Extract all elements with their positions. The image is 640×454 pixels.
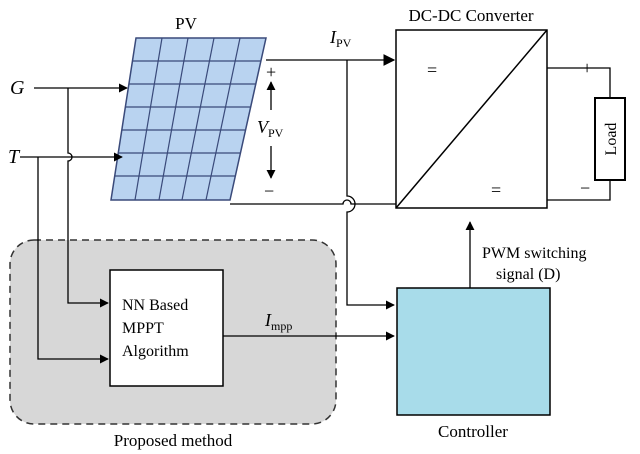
controller-block xyxy=(396,287,551,416)
pwm-label-line2: signal (D) xyxy=(496,266,560,283)
pv-return-wire xyxy=(230,199,396,205)
ipv-sense-wire xyxy=(346,60,395,310)
ipv-label: IPV xyxy=(329,27,352,50)
dcdc-label: DC-DC Converter xyxy=(408,6,533,25)
converter-output-symbol: = xyxy=(491,180,501,200)
load-neg-wire xyxy=(547,180,611,201)
proposed-method-label: Proposed method xyxy=(114,431,233,450)
g-input-label: G xyxy=(10,77,25,99)
vpv-label: VPV xyxy=(257,117,284,140)
pv-panel xyxy=(110,37,267,201)
nn-label-line1: NN Based xyxy=(122,297,188,314)
wires xyxy=(20,54,611,364)
load-pos-wire xyxy=(547,67,611,98)
nn-label-line2: MPPT xyxy=(122,320,164,337)
load-plus-label: + xyxy=(582,58,592,78)
t-to-nn-wire xyxy=(37,157,109,364)
controller-label: Controller xyxy=(438,422,508,441)
t-input-label: T xyxy=(8,146,21,168)
dcdc-converter-block xyxy=(395,29,548,209)
impp-label: Impp xyxy=(264,310,292,333)
converter-input-symbol: = xyxy=(427,60,437,80)
pv-plus-label: + xyxy=(266,62,276,82)
g-to-nn-wire xyxy=(67,88,109,308)
load-minus-label: − xyxy=(580,178,590,198)
nn-mppt-block xyxy=(109,269,224,387)
pv-minus-label: − xyxy=(264,181,274,201)
nn-label-line3: Algorithm xyxy=(122,343,189,360)
pv-panel-grid xyxy=(115,37,261,201)
pwm-label-line1: PWM switching xyxy=(482,245,586,262)
load-label: Load xyxy=(603,123,620,156)
pv-label: PV xyxy=(175,14,197,33)
